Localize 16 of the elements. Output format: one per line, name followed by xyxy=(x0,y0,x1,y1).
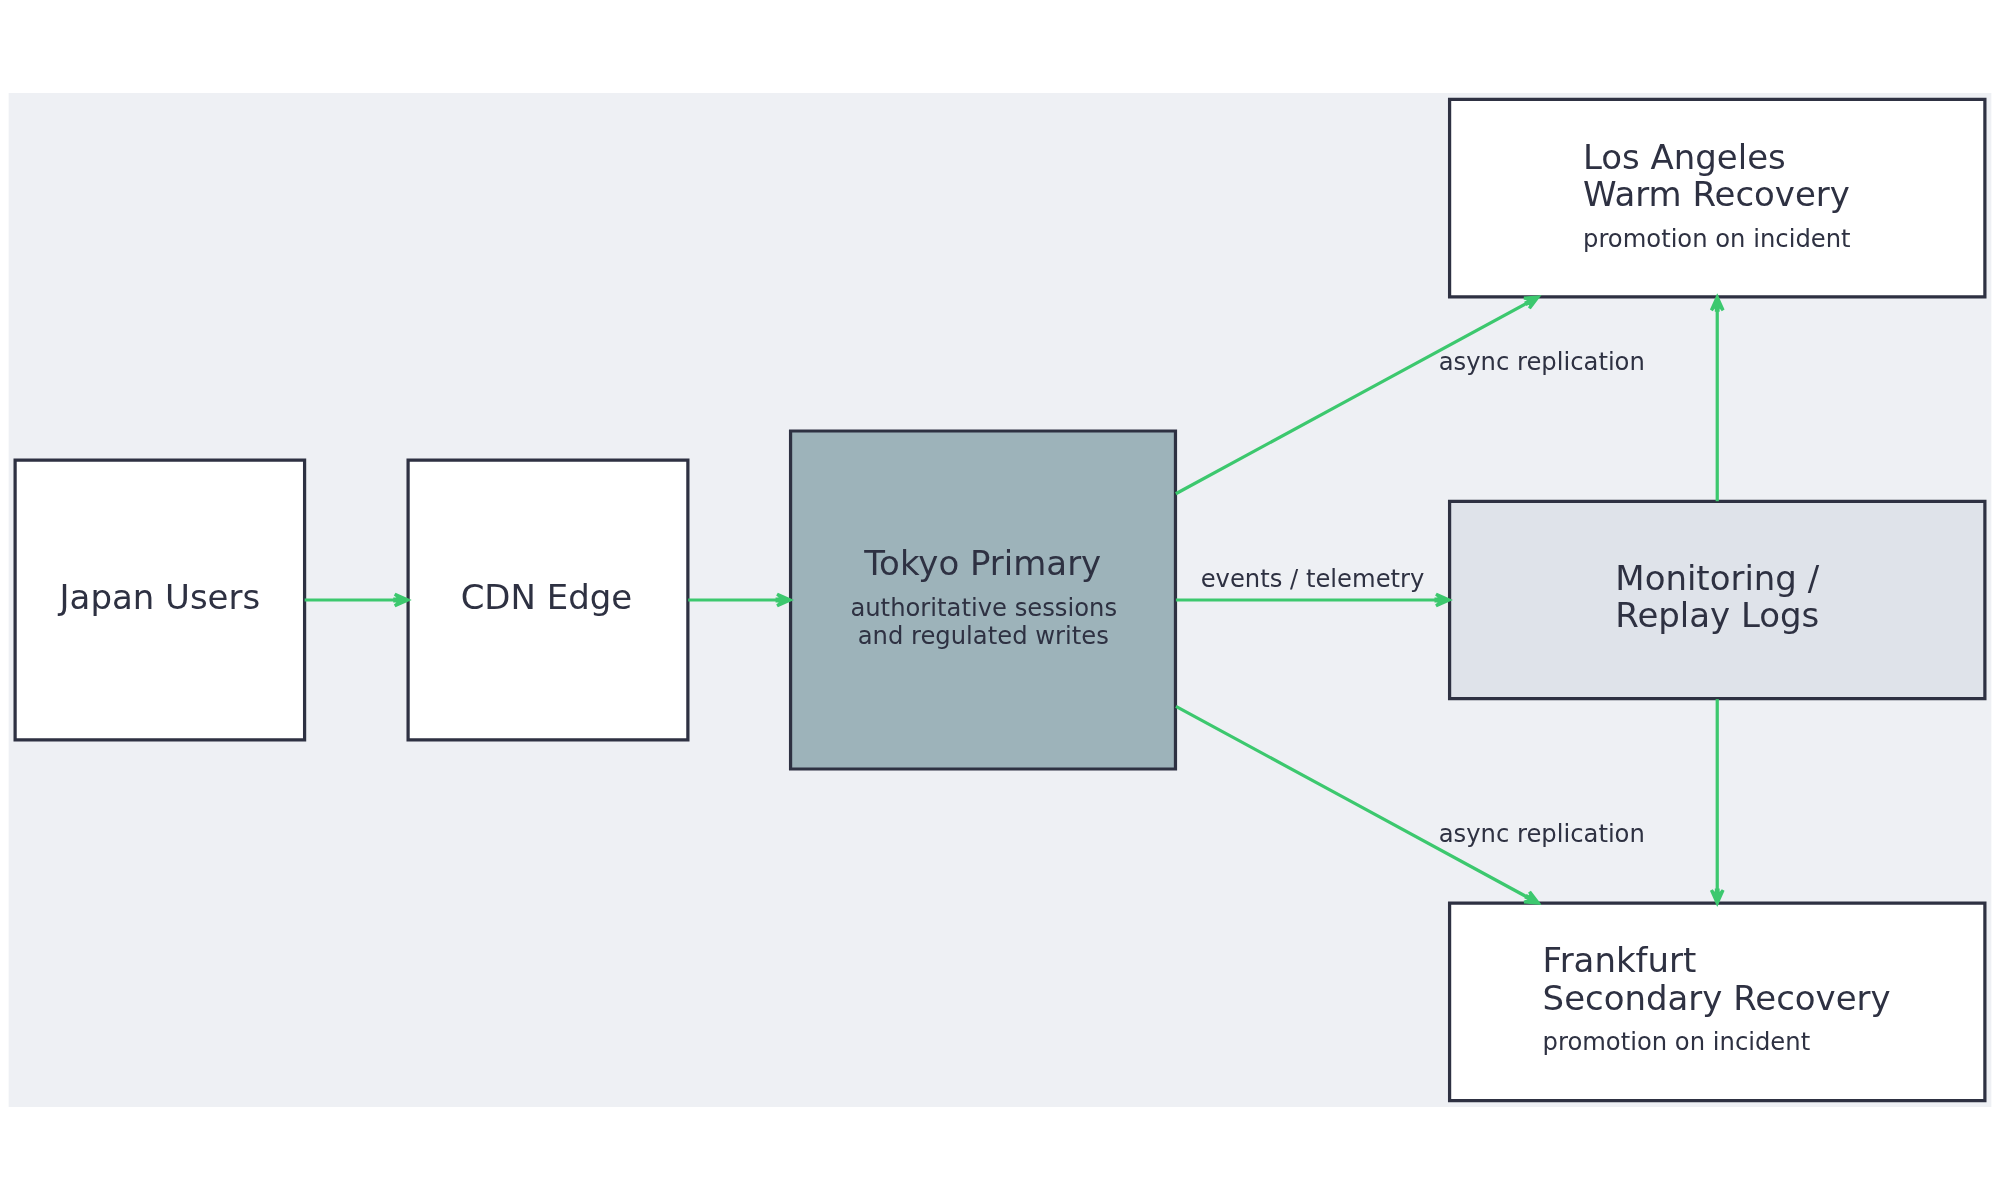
arrow xyxy=(1709,699,1725,905)
arrow xyxy=(688,592,792,608)
node-box: CDN Edge xyxy=(406,458,690,742)
arrow xyxy=(1709,295,1725,502)
node-box: Monitoring / Replay Logs xyxy=(1447,499,1987,701)
arrow xyxy=(1175,704,1540,905)
node-box: Los Angeles Warm Recovery promotion on incident xyxy=(1447,97,1987,299)
edge-label: async replication xyxy=(1438,818,1645,848)
node-box: Frankfurt Secondary Recovery promotion on incident xyxy=(1447,901,1987,1103)
node-box: Tokyo Primary authoritative sessions and regulated writes xyxy=(788,429,1178,771)
node-box: Japan Users xyxy=(13,458,307,742)
edge-label: async replication xyxy=(1438,346,1645,376)
arrow xyxy=(1175,592,1451,608)
arrow xyxy=(304,592,410,608)
edge-label: events / telemetry xyxy=(1200,564,1425,594)
arrow xyxy=(1175,295,1540,496)
